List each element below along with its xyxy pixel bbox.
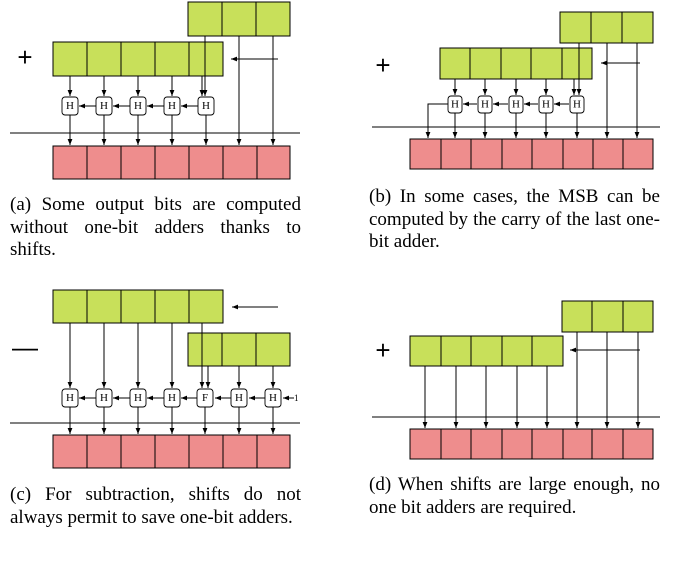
panel-d-shifted-operand bbox=[561, 300, 654, 333]
panel-b-gate: H bbox=[569, 95, 585, 114]
caption-a: (a) Some output bits are computed withou… bbox=[10, 194, 301, 260]
panel-c-diagram: — 1 H H H H F H bbox=[10, 289, 300, 469]
panel-c-gate: H bbox=[163, 388, 181, 408]
panel-c-result bbox=[52, 434, 291, 469]
svg-text:H: H bbox=[100, 100, 108, 112]
panel-a-gate: H bbox=[163, 96, 181, 116]
svg-text:H: H bbox=[269, 392, 277, 404]
svg-text:H: H bbox=[66, 100, 74, 112]
panel-c-gate: H bbox=[230, 388, 248, 408]
svg-text:H: H bbox=[235, 392, 243, 404]
panel-c-gate: F bbox=[196, 388, 214, 408]
panel-a-gate: H bbox=[61, 96, 79, 116]
panel-b-operand bbox=[439, 47, 593, 80]
svg-text:H: H bbox=[168, 392, 176, 404]
panel-b-operator: + bbox=[375, 50, 390, 80]
panel-a-gate: H bbox=[95, 96, 113, 116]
panel-a-gate: H bbox=[197, 96, 215, 116]
caption-d: (d) When shifts are large enough, no one… bbox=[369, 474, 660, 518]
panel-c-gate: H bbox=[264, 388, 282, 408]
panel-a-operand bbox=[52, 41, 224, 77]
panel-b-gate: H bbox=[477, 95, 493, 114]
panel-c-operand bbox=[52, 289, 224, 324]
svg-text:H: H bbox=[100, 392, 108, 404]
panel-d-result bbox=[409, 428, 654, 460]
caption-c: (c) For subtraction, shifts do not alway… bbox=[10, 484, 301, 528]
svg-text:H: H bbox=[66, 392, 74, 404]
panel-c-shifted-operand bbox=[187, 332, 291, 367]
panel-b-gate: H bbox=[508, 95, 524, 114]
caption-b: (b) In some cases, the MSB can be comput… bbox=[369, 186, 660, 252]
svg-text:H: H bbox=[512, 99, 520, 111]
panel-d-operator: + bbox=[375, 335, 390, 365]
panel-d-diagram: + bbox=[372, 300, 660, 460]
svg-text:F: F bbox=[202, 392, 208, 404]
panel-a-shifted-operand bbox=[187, 1, 291, 37]
svg-text:H: H bbox=[168, 100, 176, 112]
panel-a-result bbox=[52, 145, 291, 180]
svg-text:H: H bbox=[542, 99, 550, 111]
panel-c-operator: — bbox=[12, 332, 38, 362]
panel-b-diagram: + H H H H H bbox=[372, 11, 660, 170]
panel-a-gate: H bbox=[129, 96, 147, 116]
panel-b-shifted-operand bbox=[559, 11, 654, 44]
panel-c-gate: H bbox=[61, 388, 79, 408]
panel-b-gate: H bbox=[447, 95, 463, 114]
svg-text:H: H bbox=[573, 99, 581, 111]
svg-text:H: H bbox=[202, 100, 210, 112]
svg-text:H: H bbox=[134, 100, 142, 112]
svg-text:H: H bbox=[451, 99, 459, 111]
svg-text:H: H bbox=[134, 392, 142, 404]
panel-c-carry-in: 1 bbox=[294, 393, 299, 403]
panel-d-operand bbox=[409, 335, 564, 367]
svg-text:H: H bbox=[481, 99, 489, 111]
panel-b-result bbox=[409, 138, 654, 170]
panel-c-gate: H bbox=[95, 388, 113, 408]
panel-b-gate: H bbox=[538, 95, 554, 114]
panel-a-diagram: + H H H H H bbox=[10, 1, 300, 180]
panel-c-gate: H bbox=[129, 388, 147, 408]
panel-a-operator: + bbox=[17, 42, 32, 72]
